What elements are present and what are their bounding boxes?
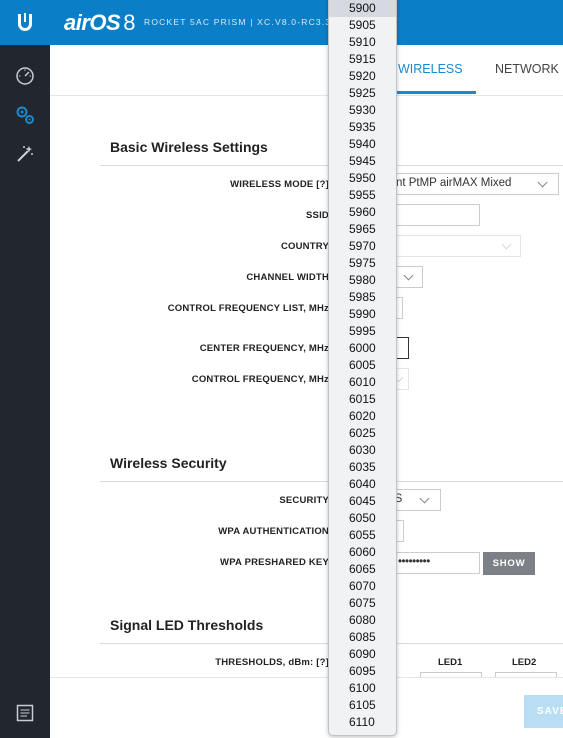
center-frequency-label: CENTER FREQUENCY, MHz xyxy=(199,343,329,354)
frequency-option[interactable]: 6110 xyxy=(349,715,375,729)
frequency-option[interactable]: 6035 xyxy=(349,460,376,474)
tab-wireless[interactable]: WIRELESS xyxy=(398,62,463,76)
chevron-down-icon xyxy=(403,270,414,281)
frequency-option[interactable]: 6005 xyxy=(349,358,376,372)
wireless-mode-select[interactable]: oint PtMP airMAX Mixed xyxy=(380,173,559,195)
frequency-option[interactable]: 6065 xyxy=(349,562,376,576)
frequency-option[interactable]: 5995 xyxy=(349,324,376,338)
frequency-option[interactable]: 5935 xyxy=(349,120,376,134)
footer-bar: SAVE xyxy=(50,677,563,738)
control-frequency-list-label: CONTROL FREQUENCY LIST, MHz xyxy=(167,303,329,314)
settings-nav-button[interactable] xyxy=(0,96,50,134)
dashboard-gauge-icon xyxy=(16,67,34,85)
frequency-option[interactable]: 6050 xyxy=(349,511,376,525)
tools-nav-button[interactable] xyxy=(0,135,50,173)
frequency-option[interactable]: 5900 xyxy=(329,0,396,17)
ssid-label: SSID xyxy=(306,210,329,221)
list-log-icon xyxy=(16,704,34,722)
control-frequency-label: CONTROL FREQUENCY, MHz xyxy=(191,374,329,385)
security-label: SECURITY xyxy=(279,495,329,506)
magic-wand-icon xyxy=(17,146,33,162)
frequency-option[interactable]: 5985 xyxy=(349,290,376,304)
frequency-option[interactable]: 6000 xyxy=(349,341,376,355)
frequency-option[interactable]: 6060 xyxy=(349,545,376,559)
frequency-option[interactable]: 5950 xyxy=(349,171,376,185)
frequency-option[interactable]: 6075 xyxy=(349,596,376,610)
frequency-option[interactable]: 6040 xyxy=(349,477,376,491)
save-button[interactable]: SAVE xyxy=(524,695,563,728)
show-key-button[interactable]: SHOW xyxy=(483,552,535,575)
frequency-option[interactable]: 6030 xyxy=(349,443,376,457)
frequency-option[interactable]: 6025 xyxy=(349,426,376,440)
frequency-option[interactable]: 6100 xyxy=(349,681,376,695)
frequency-option[interactable]: 5955 xyxy=(349,188,376,202)
wireless-security-title: Wireless Security xyxy=(110,455,227,471)
wpa-authentication-label: WPA AUTHENTICATION xyxy=(218,526,329,537)
brand-name: airOS xyxy=(64,10,121,35)
brand-version: 8 xyxy=(123,10,135,35)
frequency-option[interactable]: 5980 xyxy=(349,273,376,287)
frequency-option[interactable]: 5925 xyxy=(349,86,376,100)
wpa-preshared-key-label: WPA PRESHARED KEY xyxy=(220,557,329,568)
frequency-option[interactable]: 6055 xyxy=(349,528,376,542)
frequency-option[interactable]: 6015 xyxy=(349,392,376,406)
channel-width-label: CHANNEL WIDTH xyxy=(246,272,329,283)
frequency-option[interactable]: 5905 xyxy=(349,18,376,32)
settings-tab-bar: WIRELESS NETWORK xyxy=(50,45,563,96)
frequency-option[interactable]: 5940 xyxy=(349,137,376,151)
frequency-option[interactable]: 6090 xyxy=(349,647,376,661)
frequency-option[interactable]: 5930 xyxy=(349,103,376,117)
device-info: ROCKET 5AC PRISM | XC.V8.0-RC3.32058 xyxy=(144,17,356,27)
active-tab-indicator xyxy=(395,91,476,94)
frequency-option[interactable]: 5910 xyxy=(349,35,376,49)
frequency-option[interactable]: 5945 xyxy=(349,154,376,168)
ubiquiti-logo-icon xyxy=(18,12,32,31)
wpa-preshared-key-input[interactable]: ••••••••• xyxy=(380,552,480,574)
tab-network[interactable]: NETWORK xyxy=(495,62,559,76)
chevron-down-icon xyxy=(501,239,512,250)
country-label: COUNTRY xyxy=(280,241,329,252)
frequency-option[interactable]: 6095 xyxy=(349,664,376,678)
frequency-option[interactable]: 5960 xyxy=(349,205,376,219)
frequency-option[interactable]: 6010 xyxy=(349,375,376,389)
frequency-option[interactable]: 6020 xyxy=(349,409,376,423)
signal-led-thresholds-title: Signal LED Thresholds xyxy=(110,617,264,633)
country-select[interactable] xyxy=(380,235,521,257)
left-nav-rail xyxy=(0,0,50,738)
wireless-mode-value: oint PtMP airMAX Mixed xyxy=(387,177,512,189)
basic-wireless-settings-title: Basic Wireless Settings xyxy=(110,139,268,155)
led1-header: LED1 xyxy=(438,657,463,668)
frequency-option[interactable]: 5915 xyxy=(349,52,376,66)
dashboard-nav-button[interactable] xyxy=(0,57,50,95)
frequency-option[interactable]: 5965 xyxy=(349,222,376,236)
wireless-mode-label: WIRELESS MODE [?] xyxy=(230,179,329,190)
chevron-down-icon xyxy=(419,493,430,504)
frequency-option[interactable]: 6080 xyxy=(349,613,376,627)
frequency-option[interactable]: 6045 xyxy=(349,494,376,508)
ubiquiti-logo[interactable] xyxy=(0,0,50,45)
log-nav-button[interactable] xyxy=(0,694,50,732)
frequency-option[interactable]: 5970 xyxy=(349,239,376,253)
chevron-down-icon xyxy=(537,177,548,188)
frequency-option[interactable]: 5975 xyxy=(349,256,376,270)
frequency-option[interactable]: 5920 xyxy=(349,69,376,83)
thresholds-label: THRESHOLDS, dBm: [?] xyxy=(215,657,329,668)
frequency-option[interactable]: 5990 xyxy=(349,307,376,321)
frequency-option[interactable]: 6070 xyxy=(349,579,376,593)
led2-header: LED2 xyxy=(512,657,537,668)
frequency-option[interactable]: 6085 xyxy=(349,630,376,644)
gears-icon xyxy=(16,106,34,124)
frequency-option[interactable]: 6105 xyxy=(349,698,376,712)
